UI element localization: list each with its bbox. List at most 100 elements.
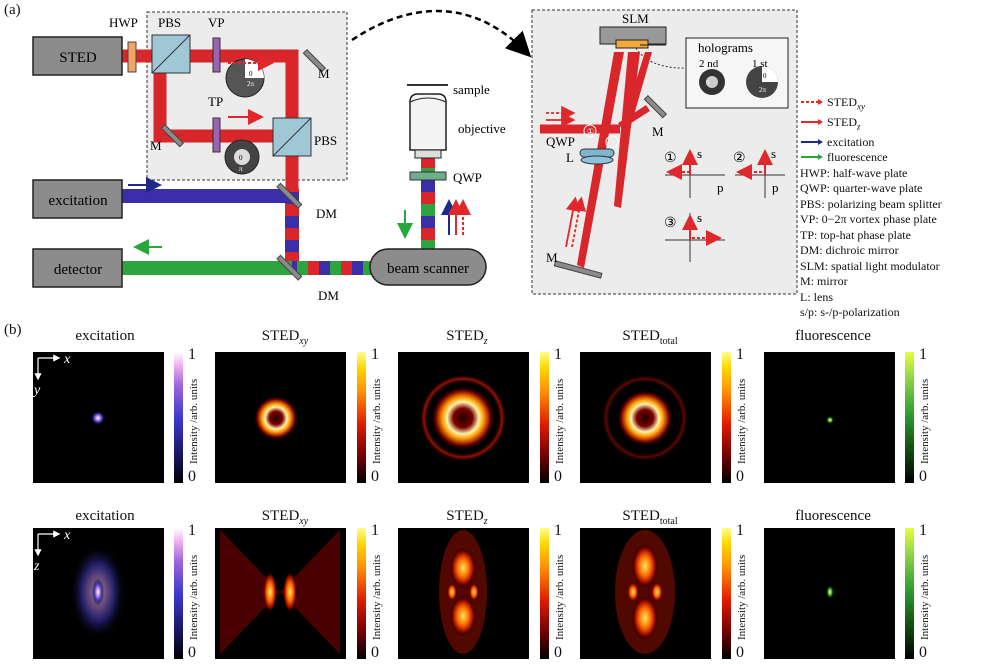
excitation-laser-box [32,179,123,219]
colorbar-min-label: 0 [919,644,927,661]
abbreviation-item: SLM: spatial light modulator [800,258,940,273]
abbreviation-item: M: mirror [800,274,848,289]
abbreviation-item: DM: dichroic mirror [800,243,899,258]
title-r2-sted-z: STEDz [446,508,488,527]
svg-text:QWP: QWP [546,134,575,149]
dichroic-mirror-1 [276,182,303,209]
svg-text:TP: TP [208,94,223,109]
svg-text:0: 0 [763,72,767,80]
colorbar-min-label: 0 [919,468,927,485]
colorbar-max-label: 1 [554,346,562,363]
excitation-beam [122,189,292,203]
svg-text:PBS: PBS [314,133,337,148]
colorbar-axis-label: Intensity /arb. units [188,378,200,464]
svg-text:2π: 2π [247,80,255,88]
vortex-phase-icon: 0 2π [225,58,265,98]
svg-text:①: ① [664,151,677,166]
colorbar-min-label: 0 [736,468,744,485]
slm-mirror-2 [553,260,603,279]
optical-setup-diagram: 0 2π 0 π ① [32,9,798,303]
colorbar-axis-label: Intensity /arb. units [554,554,566,640]
colorbar-r1-sted-xy [357,352,366,483]
colorbar-min-label: 0 [736,644,744,661]
title-r1-fluorescence: fluorescence [795,328,871,344]
colorbar-max-label: 1 [371,346,379,363]
mirror-2 [160,123,185,148]
colorbar-max-label: 1 [371,522,379,539]
svg-text:p: p [717,180,724,195]
objective-lens [409,93,447,159]
svg-text:2 nd: 2 nd [699,58,719,70]
svg-text:M: M [150,138,162,153]
svg-text:1 st: 1 st [752,58,768,70]
svg-text:VP: VP [208,15,225,30]
svg-text:M: M [546,250,558,265]
colorbar-axis-label: Intensity /arb. units [371,378,383,464]
svg-text:M: M [652,124,664,139]
svg-text:s: s [697,210,702,225]
fluorescence-beam [122,261,292,275]
svg-text:M: M [318,66,330,81]
hwp-plate [127,41,137,73]
legend-item-excitation: excitation [800,135,942,151]
svg-text:②: ② [733,151,746,166]
psf-panels: x y x z [32,352,914,659]
svg-text:L: L [566,150,574,165]
title-r2-excitation: excitation [75,508,135,524]
colorbar-r2-sted-z [540,528,549,659]
abbreviation-item: QWP: quarter-wave plate [800,181,923,196]
svg-text:STED: STED [59,50,97,66]
svg-text:p: p [772,180,779,195]
colorbar-axis-label: Intensity /arb. units [554,378,566,464]
colorbar-min-label: 0 [188,644,196,661]
svg-text:detector: detector [54,262,102,278]
tophat-phase-icon: 0 π [224,139,260,175]
panel-r2-excitation [33,528,164,659]
svg-text:2π: 2π [759,86,767,94]
colorbar-max-label: 1 [188,522,196,539]
svg-text:z: z [33,559,40,574]
colorbar-axis-label: Intensity /arb. units [919,378,931,464]
svg-text:PBS: PBS [158,15,181,30]
svg-text:π: π [239,165,243,173]
colorbar-min-label: 0 [554,644,562,661]
svg-text:s: s [771,146,776,161]
pbs-cube-1 [151,34,191,74]
panel-r1-sted-total [580,352,711,483]
colorbar-min-label: 0 [371,644,379,661]
colorbar-axis-label: Intensity /arb. units [736,378,748,464]
abbreviation-item: s/p: s-/p-polarization [800,305,900,320]
panel-r2-sted-xy [215,528,346,659]
legend: STEDxy STEDz excitation fluorescence HWP… [800,95,942,321]
svg-text:y: y [32,383,41,398]
abbreviation-item: L: lens [800,289,833,304]
svg-text:①: ① [587,127,594,136]
panel-r1-excitation [33,352,164,483]
abbreviation-item: HWP: half-wave plate [800,165,908,180]
svg-text:QWP: QWP [453,170,482,185]
colorbar-r2-sted-total [722,528,731,659]
title-r2-fluorescence: fluorescence [795,508,871,524]
colorbar-r2-excitation [174,528,183,659]
svg-text:DM: DM [316,206,337,221]
abbreviation-item: PBS: polarizing beam splitter [800,196,942,211]
legend-item-sted-xy: STEDxy [800,95,942,115]
colorbar-max-label: 1 [736,346,744,363]
panel-r1-sted-z [398,352,529,483]
legend-item-fluorescence: fluorescence [800,150,942,166]
colorbar-max-label: 1 [919,346,927,363]
svg-text:x: x [63,528,71,543]
svg-text:x: x [63,352,71,367]
beam-scanner-box [369,248,487,286]
polarization-1 [665,149,725,198]
colorbar-min-label: 0 [371,468,379,485]
polarization-3 [665,213,725,262]
abbreviation-item: TP: top-hat phase plate [800,227,911,242]
title-r1-sted-z: STEDz [446,328,488,347]
colorbar-max-label: 1 [554,522,562,539]
dichroic-mirror-2 [276,254,303,281]
part-a-label: (a) [4,2,21,18]
svg-text:holograms: holograms [698,40,753,55]
title-r1-sted-total: STEDtotal [622,328,678,347]
